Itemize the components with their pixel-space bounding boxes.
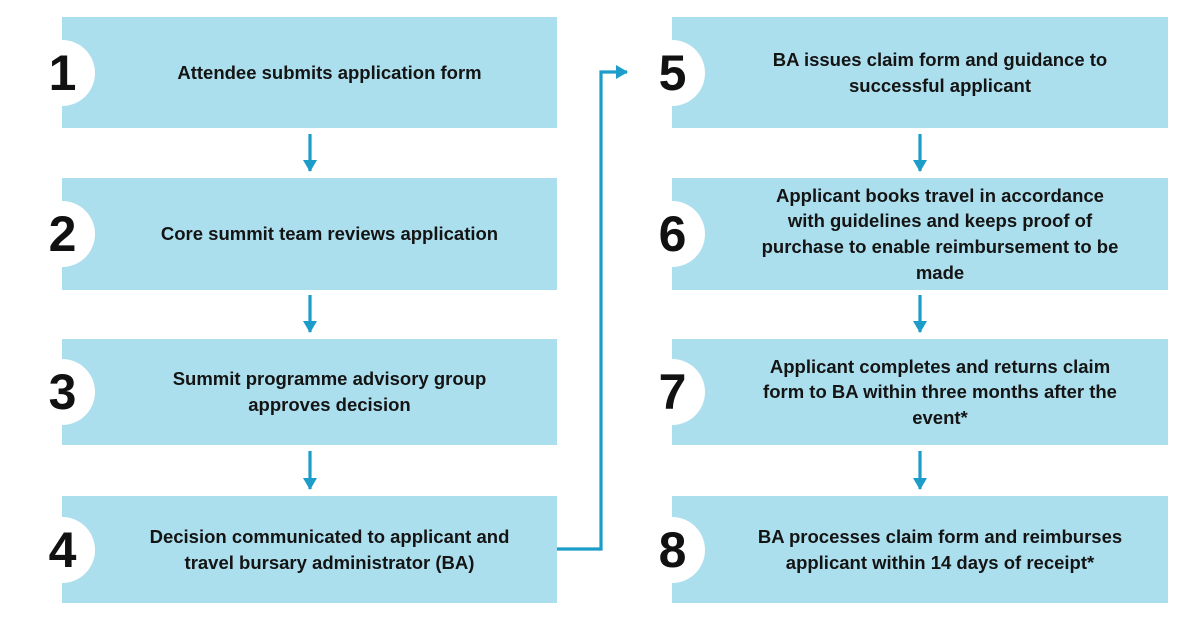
step-label: Applicant completes and returns claim fo… — [763, 355, 1117, 428]
step-box-3: 3 Summit programme advisory group approv… — [29, 339, 557, 445]
step-label: BA processes claim form and reimburses a… — [757, 525, 1123, 573]
step-number-badge: 2 — [29, 201, 95, 267]
step-number: 5 — [658, 44, 687, 101]
step-number-badge: 7 — [639, 359, 705, 425]
step-number: 4 — [48, 521, 77, 578]
step-number-badge: 8 — [639, 516, 705, 583]
step-number-badge: 3 — [29, 359, 95, 425]
step-box-1: 1 Attendee submits application form — [29, 17, 557, 128]
step-number: 6 — [658, 206, 687, 262]
step-number-badge: 1 — [29, 39, 95, 106]
step-label: BA issues claim form and guidance to suc… — [772, 48, 1108, 96]
arrow-step4-to-step5 — [557, 65, 628, 551]
step-number-badge: 4 — [29, 516, 95, 583]
step-box-2: 2 Core summit team reviews application — [29, 178, 557, 290]
step-box-7: 7 Applicant completes and returns claim … — [639, 339, 1168, 445]
step-label: Decision communicated to applicant and t… — [149, 525, 510, 573]
step-number: 1 — [48, 44, 77, 101]
step-label: Attendee submits application form — [177, 61, 482, 83]
step-box-6: 6 Applicant books travel in accordance w… — [639, 178, 1168, 290]
step-number: 8 — [658, 521, 687, 578]
step-box-5: 5 BA issues claim form and guidance to s… — [639, 17, 1168, 128]
step-label: Summit programme advisory group approves… — [172, 368, 487, 415]
step-box-4: 4 Decision communicated to applicant and… — [29, 496, 557, 603]
step-number-badge: 5 — [639, 39, 705, 106]
step-number: 2 — [48, 206, 77, 262]
step-label: Core summit team reviews application — [160, 223, 499, 245]
step-number: 3 — [48, 364, 77, 420]
step-number: 7 — [658, 364, 687, 420]
step-label: Applicant books travel in accordance wit… — [761, 184, 1119, 283]
step-box-8: 8 BA processes claim form and reimburses… — [639, 496, 1168, 603]
step-number-badge: 6 — [639, 201, 705, 267]
